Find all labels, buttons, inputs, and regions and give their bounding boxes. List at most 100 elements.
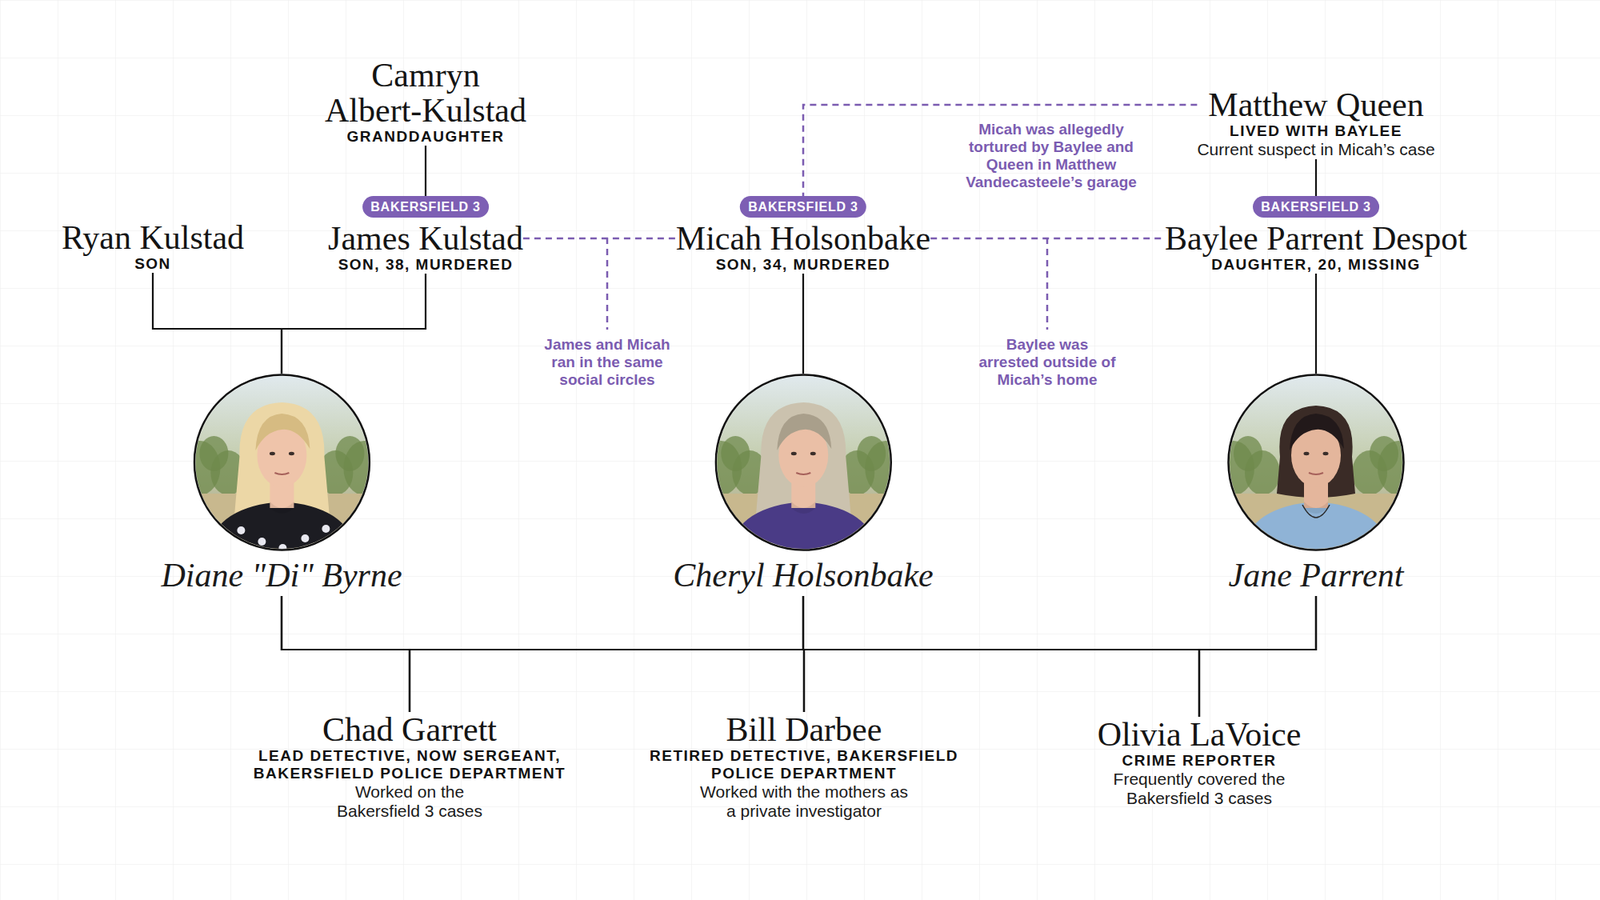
mouth — [796, 472, 811, 475]
family-line — [1315, 159, 1317, 196]
portrait-circle — [192, 373, 371, 552]
mother-portrait: Diane "Di" Byrne — [160, 373, 402, 596]
eye — [790, 452, 796, 456]
hair-back — [1276, 405, 1356, 498]
orchard-tree — [199, 436, 228, 472]
portrait-outline — [715, 375, 891, 551]
family-line — [281, 596, 410, 712]
shoulders — [207, 501, 356, 552]
eye — [809, 452, 816, 456]
note-text: Frequently covered the Bakersfield 3 cas… — [1112, 769, 1286, 808]
person-name: Camryn Albert-Kulstad — [322, 57, 530, 128]
connector-label: Micah was allegedly tortured by Baylee a… — [957, 120, 1146, 192]
family-line — [409, 596, 1316, 712]
handwritten-name: Cheryl Holsonbake — [672, 554, 933, 596]
victim-node: BAKERSFIELD 3Micah HolsonbakeSON, 34, MU… — [676, 196, 931, 274]
role-label: GRANDDAUGHTER — [347, 128, 505, 146]
family-line — [281, 596, 1200, 717]
hair-fringe — [255, 413, 310, 451]
investigator-node: Chad GarrettLEAD DETECTIVE, NOW SERGEANT… — [249, 712, 570, 821]
person-node: Ryan KulstadSON — [61, 220, 244, 273]
family-line — [152, 272, 282, 374]
dress-pattern — [336, 540, 344, 549]
role-label: RETIRED DETECTIVE, BAKERSFIELD POLICE DE… — [644, 747, 964, 783]
role-label: LIVED WITH BAYLEE — [1229, 122, 1403, 140]
note-text: Worked on the Bakersfield 3 cases — [329, 782, 490, 821]
mouth — [1308, 472, 1324, 475]
hair-fringe — [1289, 413, 1344, 451]
role-label: SON, 38, MURDERED — [338, 256, 514, 274]
family-line — [281, 596, 804, 712]
dress-pattern — [236, 526, 245, 535]
handwritten-name: Diane "Di" Byrne — [160, 554, 402, 596]
mother-portrait: Cheryl Holsonbake — [672, 373, 933, 596]
badge-text: BAKERSFIELD 3 — [370, 196, 481, 218]
eye — [268, 452, 275, 456]
portrait-photo — [1227, 373, 1405, 552]
orchard-tree — [720, 436, 750, 472]
person-name: Ryan Kulstad — [61, 220, 244, 256]
person-name: Matthew Queen — [1208, 87, 1424, 123]
eye — [288, 452, 294, 456]
orchard-tree — [856, 436, 886, 472]
person-name: Bill Darbee — [726, 712, 883, 748]
family-line — [1199, 596, 1316, 717]
neck-shadow — [269, 501, 294, 514]
necklace — [1302, 504, 1330, 518]
person-name: Micah Holsonbake — [676, 220, 931, 256]
connector-group — [152, 104, 1316, 717]
orchard-tree — [1233, 436, 1263, 472]
note-text: Current suspect in Micah’s case — [1196, 140, 1435, 160]
dress-pattern — [300, 534, 309, 543]
mouth — [274, 472, 289, 475]
victim-node: BAKERSFIELD 3Baylee Parrent DespotDAUGHT… — [1164, 196, 1468, 274]
handwritten-name: Jane Parrent — [1228, 554, 1404, 596]
person-name: Chad Garrett — [322, 712, 497, 748]
family-line — [409, 596, 804, 712]
badge-text: BAKERSFIELD 3 — [1260, 196, 1372, 218]
portrait-photo — [714, 373, 892, 552]
portrait-circle — [1227, 373, 1405, 552]
photo-background — [1227, 373, 1405, 552]
case-badge: BAKERSFIELD 3 — [1252, 196, 1380, 218]
role-label: SON, 34, MURDERED — [716, 256, 892, 274]
person-node: Matthew QueenLIVED WITH BAYLEECurrent su… — [1196, 87, 1435, 160]
shoulders — [728, 501, 878, 552]
connector-label: Baylee was arrested outside of Micah’s h… — [976, 336, 1119, 389]
role-label: SON — [134, 255, 172, 273]
mother-portrait: Jane Parrent — [1227, 373, 1405, 596]
leader-tick — [1046, 237, 1049, 330]
investigator-node: Bill DarbeeRETIRED DETECTIVE, BAKERSFIEL… — [644, 712, 964, 821]
photo-background — [192, 373, 371, 552]
role-label: CRIME REPORTER — [1121, 752, 1276, 770]
note-text: Worked with the mothers as a private inv… — [696, 782, 912, 821]
investigator-node: Olivia LaVoiceCRIME REPORTERFrequently c… — [1097, 716, 1302, 808]
orchard-tree — [1369, 436, 1399, 472]
leader-tick — [606, 237, 609, 330]
eye — [1304, 452, 1310, 456]
case-badge: BAKERSFIELD 3 — [362, 196, 489, 218]
dashed-connector — [803, 104, 1197, 196]
person-name: James Kulstad — [328, 220, 524, 256]
photo-background — [714, 373, 892, 552]
person-node: Camryn Albert-KulstadGRANDDAUGHTER — [322, 57, 530, 146]
neck-shadow — [791, 501, 816, 514]
portrait-photo — [192, 373, 371, 552]
family-line — [424, 145, 427, 196]
dress-pattern — [224, 540, 232, 549]
badge-text: BAKERSFIELD 3 — [748, 196, 859, 218]
dress-pattern — [257, 537, 266, 546]
dashed-connector — [930, 237, 1165, 240]
family-line — [802, 273, 804, 374]
portrait-outline — [193, 375, 369, 551]
case-badge: BAKERSFIELD 3 — [740, 196, 867, 218]
portrait-circle — [714, 373, 892, 552]
shoulders — [1241, 501, 1391, 552]
dress-pattern — [321, 524, 330, 533]
family-line — [804, 596, 1316, 712]
victim-node: BAKERSFIELD 3James KulstadSON, 38, MURDE… — [328, 196, 524, 274]
dashed-connector — [523, 237, 676, 240]
